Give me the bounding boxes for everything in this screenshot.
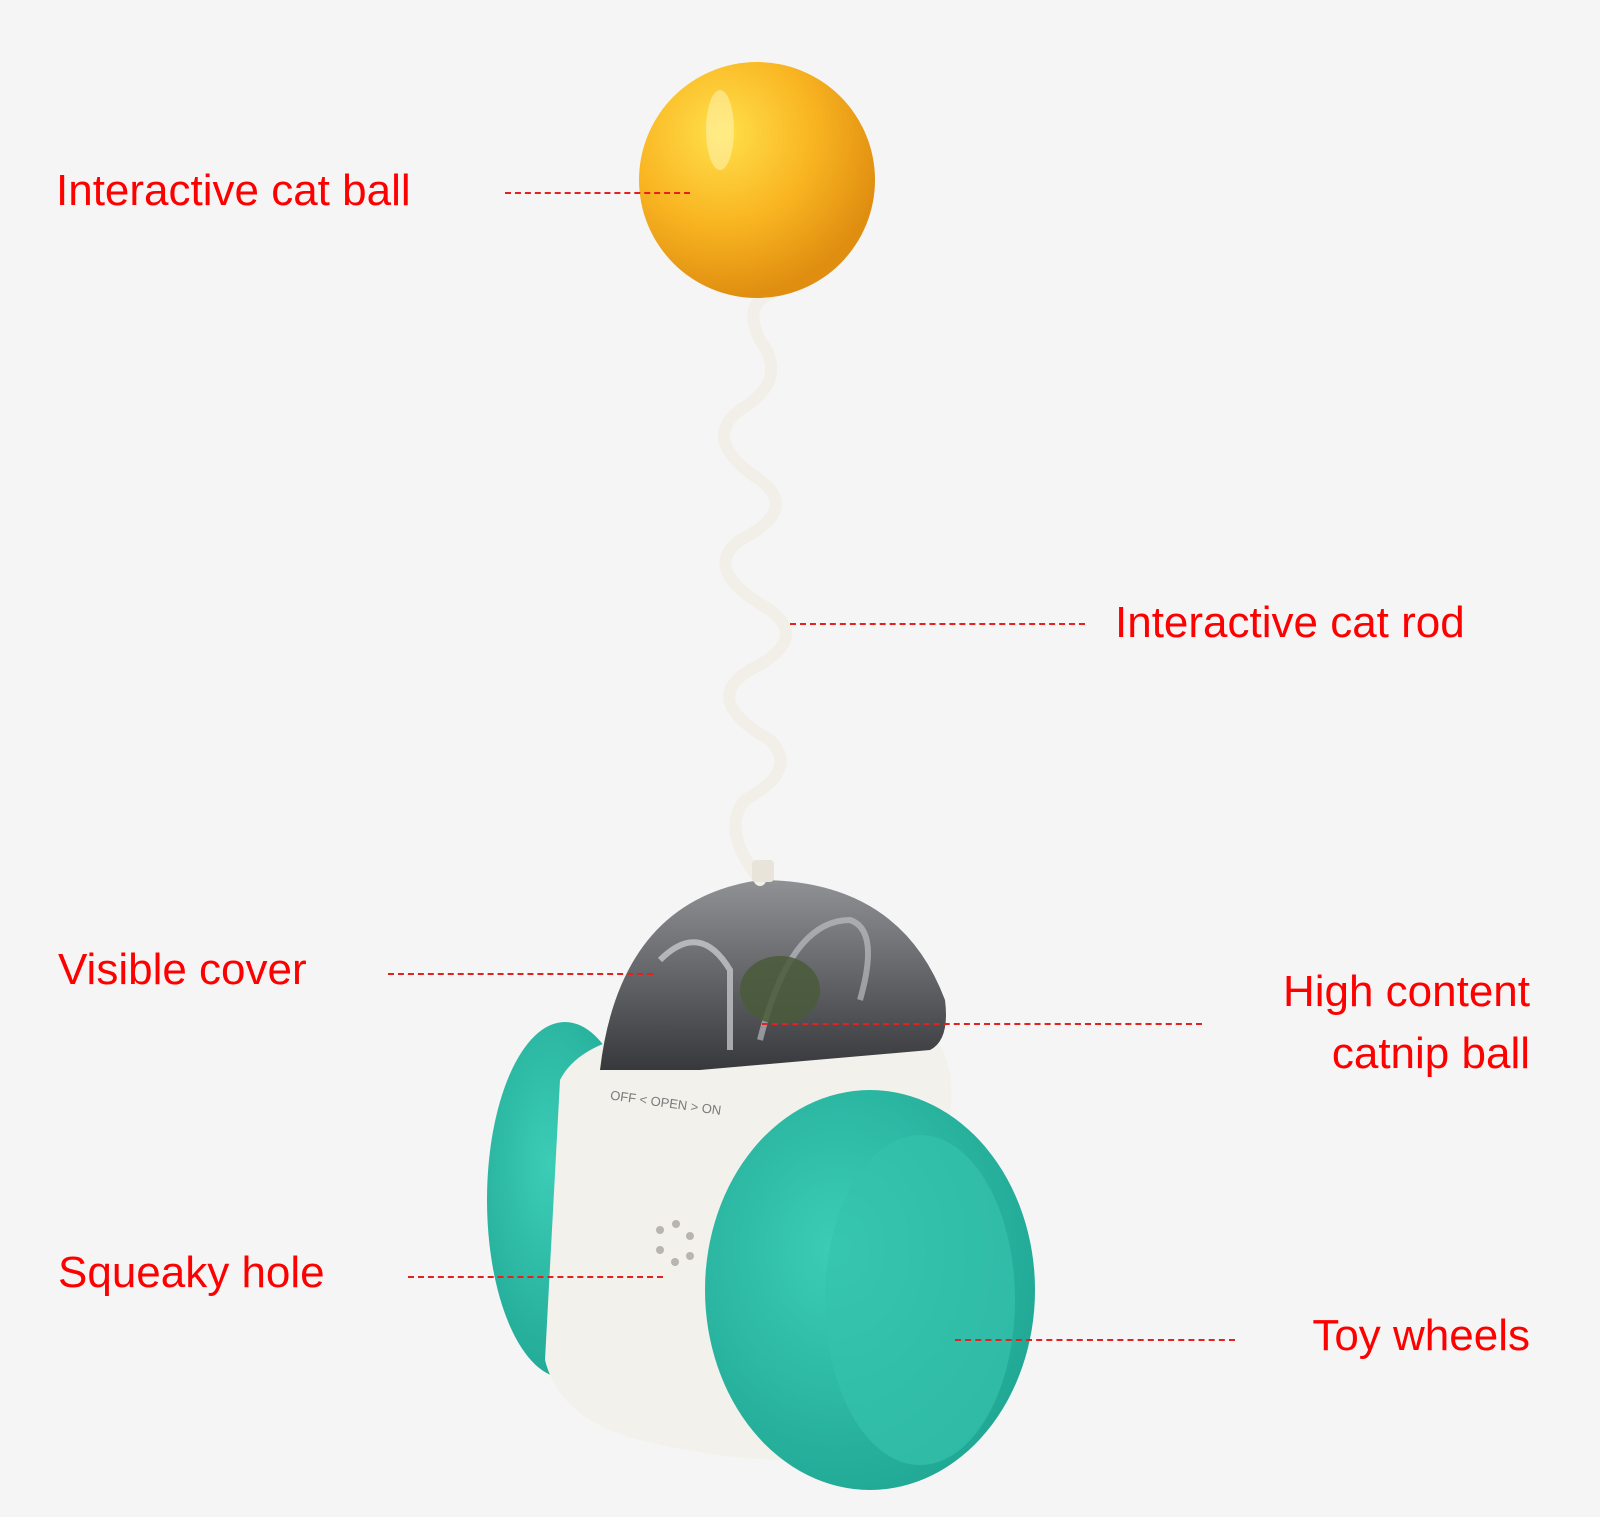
- leader-line-rod: [790, 623, 1085, 625]
- callout-interactive-cat-rod: Interactive cat rod: [1115, 598, 1465, 647]
- leader-line-catnip: [762, 1023, 1202, 1025]
- leader-line-cover: [388, 973, 653, 975]
- callout-interactive-cat-ball: Interactive cat ball: [56, 166, 411, 215]
- callout-toy-wheels: Toy wheels: [1312, 1311, 1530, 1360]
- callout-squeaky-hole: Squeaky hole: [58, 1248, 325, 1297]
- callout-catnip-line2: catnip ball: [1331, 1029, 1530, 1078]
- squeaky-hole-icon: [656, 1220, 694, 1266]
- interactive-rod: [718, 284, 792, 886]
- leader-line-squeaky: [408, 1276, 663, 1278]
- callout-visible-cover: Visible cover: [58, 945, 307, 994]
- callout-catnip-line1: High content: [1282, 967, 1530, 1016]
- interactive-ball: [639, 62, 875, 298]
- leader-line-ball: [505, 192, 690, 194]
- catnip-ball: [740, 956, 820, 1024]
- leader-line-wheels: [955, 1339, 1235, 1341]
